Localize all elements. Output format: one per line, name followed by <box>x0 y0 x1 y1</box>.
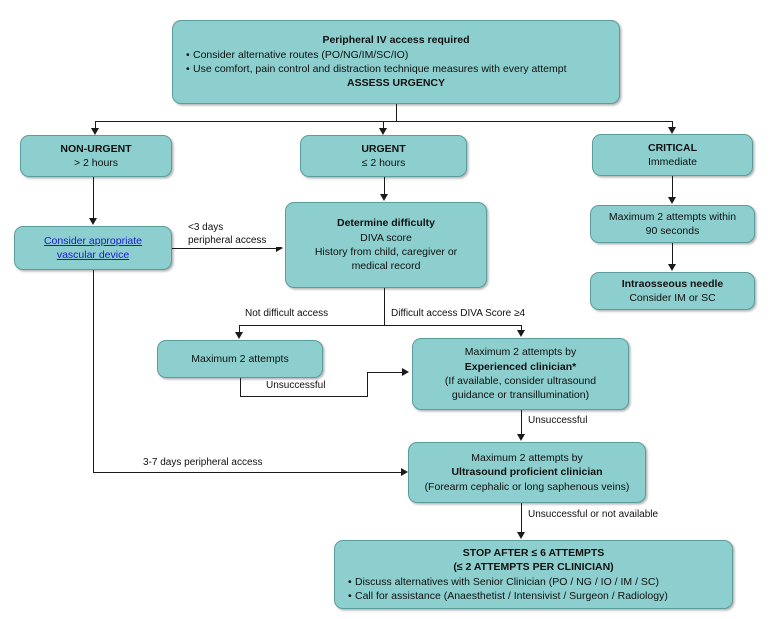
edge-max2-unsuccessful-up <box>367 372 368 397</box>
node-consider-vascular-device[interactable]: Consider appropriate vascular device <box>14 226 172 270</box>
max-two-attempts-text: Maximum 2 attempts <box>191 352 289 365</box>
arrow-critical-to-attempts <box>668 197 676 204</box>
determine-difficulty-line-3: medical record <box>351 260 421 273</box>
intraosseous-heading: Intraosseous needle <box>621 277 724 290</box>
critical-attempts-line-2: 90 seconds <box>645 225 700 237</box>
edge-non-urgent-to-vascular-device <box>93 177 94 219</box>
node-determine-difficulty: Determine difficulty DIVA score History … <box>285 202 487 288</box>
arrow-ultrasound-to-stop <box>517 532 525 539</box>
lt-3-days-line-2: peripheral access <box>188 234 267 246</box>
ultrasound-clinician-line-3: (Forearm cephalic or long saphenous vein… <box>424 480 630 493</box>
edge-label-unsuccessful-1: Unsuccessful <box>264 380 328 393</box>
node-critical-max-2-attempts-90-seconds: Maximum 2 attempts within 90 seconds <box>590 205 755 243</box>
edge-max2-unsuccessful-right <box>240 396 368 397</box>
edge-max2-unsuccessful-down <box>240 378 241 397</box>
critical-attempts-line-1: Maximum 2 attempts within <box>608 210 737 223</box>
node-urgent: URGENT ≤ 2 hours <box>300 135 467 177</box>
node-ultrasound-proficient-clinician: Maximum 2 attempts by Ultrasound profici… <box>408 442 646 503</box>
start-bullet-1: Consider alternative routes (PO/NG/IM/SC… <box>179 48 613 62</box>
edge-bus-to-urgent <box>383 121 384 129</box>
edge-critical-to-attempts <box>672 176 673 198</box>
urgent-heading: URGENT <box>361 142 406 155</box>
arrow-non-urgent-to-vascular-device <box>89 218 97 225</box>
edge-label-3-7-days-peripheral-access: 3-7 days peripheral access <box>141 457 265 470</box>
intraosseous-detail: Consider IM or SC <box>629 292 716 304</box>
arrow-bus-to-critical <box>668 127 676 134</box>
edge-not-difficult-down <box>239 325 240 333</box>
ultrasound-clinician-heading: Ultrasound proficient clinician <box>451 466 603 479</box>
edge-difficulty-split-bus <box>239 325 522 326</box>
arrow-attempts-to-intraosseous <box>668 264 676 271</box>
arrow-3-7-days-to-ultrasound <box>401 468 408 476</box>
edge-ultrasound-to-stop <box>521 503 522 533</box>
critical-heading: CRITICAL <box>648 141 697 154</box>
arrow-urgent-to-determine-difficulty <box>380 194 388 201</box>
start-heading: Peripheral IV access required <box>322 34 470 47</box>
edge-bus-to-critical <box>672 121 673 128</box>
edge-difficult-diva-down <box>521 325 522 331</box>
non-urgent-heading: NON-URGENT <box>60 142 132 155</box>
experienced-clinician-line-3: (If available, consider ultrasound <box>444 375 597 387</box>
determine-difficulty-line-2: History from child, caregiver or <box>314 246 458 258</box>
edge-start-down <box>396 104 397 121</box>
edge-experienced-to-ultrasound <box>521 410 522 435</box>
edge-determine-difficulty-down <box>384 288 385 326</box>
non-urgent-detail: > 2 hours <box>73 157 119 169</box>
arrow-unsuccessful-to-experienced <box>402 368 409 376</box>
arrow-bus-to-non-urgent <box>91 128 99 135</box>
edge-vascular-device-long-down <box>93 270 94 473</box>
edge-vascular-to-determine-difficulty <box>172 248 276 249</box>
node-maximum-2-attempts: Maximum 2 attempts <box>157 340 323 378</box>
arrow-bus-to-urgent <box>379 128 387 135</box>
arrow-not-difficult-to-max-2 <box>235 332 243 339</box>
edge-urgency-bus <box>95 121 673 122</box>
start-bullet-2: Use comfort, pain control and distractio… <box>179 62 613 76</box>
ultrasound-clinician-line-1: Maximum 2 attempts by <box>471 451 583 464</box>
arrow-experienced-to-ultrasound <box>517 434 525 441</box>
experienced-clinician-line-4: guidance or transillumination) <box>451 389 590 402</box>
determine-difficulty-line-1: DIVA score <box>360 231 412 244</box>
edge-label-unsuccessful-2: Unsuccessful <box>526 415 590 428</box>
lt-3-days-line-1: <3 days <box>188 222 224 233</box>
vascular-device-link-line-2[interactable]: vascular device <box>56 249 130 261</box>
vascular-device-link-line-1[interactable]: Consider appropriate <box>43 234 143 247</box>
start-footer-assess-urgency: ASSESS URGENCY <box>346 77 446 90</box>
edge-label-lt-3-days: <3 days peripheral access <box>186 222 282 247</box>
node-peripheral-iv-access-required: Peripheral IV access required Consider a… <box>172 20 620 104</box>
node-non-urgent: NON-URGENT > 2 hours <box>20 135 172 177</box>
edge-attempts-to-intraosseous <box>672 243 673 265</box>
node-intraosseous-needle: Intraosseous needle Consider IM or SC <box>590 272 755 310</box>
edge-urgent-to-determine-difficulty <box>384 177 385 195</box>
experienced-clinician-line-1: Maximum 2 attempts by <box>464 346 577 359</box>
edge-label-unsuccessful-or-not-available: Unsuccessful or not available <box>526 509 661 522</box>
critical-detail: Immediate <box>647 156 698 168</box>
node-stop-after-6-attempts: STOP AFTER ≤ 6 ATTEMPTS (≤ 2 ATTEMPTS PE… <box>334 540 733 609</box>
experienced-clinician-heading: Experienced clinician* <box>464 360 577 373</box>
arrow-vascular-to-determine-difficulty <box>276 244 283 252</box>
stop-heading-2: (≤ 2 ATTEMPTS PER CLINICIAN) <box>453 561 614 574</box>
node-experienced-clinician: Maximum 2 attempts by Experienced clinic… <box>412 338 629 410</box>
stop-bullet-1: Discuss alternatives with Senior Clinici… <box>341 575 726 589</box>
stop-heading-1: STOP AFTER ≤ 6 ATTEMPTS <box>462 546 605 559</box>
edge-bus-to-non-urgent <box>95 121 96 129</box>
edge-max2-unsuccessful-into-experienced <box>367 372 405 373</box>
edge-3-7-days-horizontal <box>93 472 406 473</box>
stop-bullet-2: Call for assistance (Anaesthetist / Inte… <box>341 589 726 603</box>
edge-label-difficult-access-diva: Difficult access DIVA Score ≥4 <box>389 308 528 321</box>
edge-label-not-difficult-access: Not difficult access <box>243 308 331 321</box>
node-critical: CRITICAL Immediate <box>592 134 753 176</box>
determine-difficulty-heading: Determine difficulty <box>336 217 436 230</box>
urgent-detail: ≤ 2 hours <box>361 157 406 169</box>
arrow-difficult-diva-to-experienced <box>517 330 525 337</box>
